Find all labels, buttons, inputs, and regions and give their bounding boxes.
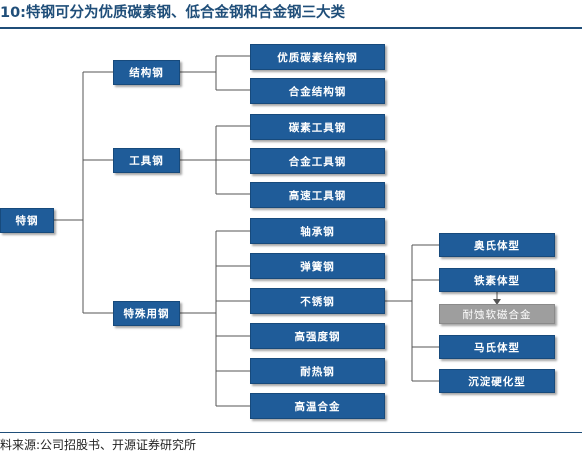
node-bearing-steel: 轴承钢	[250, 218, 385, 244]
node-heat-resistant-steel: 耐热钢	[250, 358, 385, 384]
node-special-steel: 特钢	[0, 208, 54, 233]
node-precipitation-hardening: 沉淀硬化型	[439, 369, 555, 393]
node-corrosion-resistant-soft-magnetic-alloy: 耐蚀软磁合金	[439, 304, 555, 324]
node-high-speed-tool-steel: 高速工具钢	[250, 182, 385, 208]
node-spring-steel: 弹簧钢	[250, 253, 385, 279]
node-stainless-steel: 不锈钢	[250, 288, 385, 314]
node-martensitic: 马氏体型	[439, 335, 555, 359]
node-structural-steel: 结构钢	[113, 60, 180, 85]
figure-title: 10:特钢可分为优质碳素钢、低合金钢和合金钢三大类	[0, 5, 345, 21]
node-carbon-tool-steel: 碳素工具钢	[250, 114, 385, 140]
source-note: 料来源:公司招股书、开源证券研究所	[0, 438, 197, 452]
node-special-purpose-steel: 特殊用钢	[113, 301, 180, 326]
footer-divider	[0, 432, 582, 433]
node-high-strength-steel: 高强度钢	[250, 323, 385, 349]
node-quality-carbon-structural-steel: 优质碳素结构钢	[250, 44, 385, 70]
node-alloy-structural-steel: 合金结构钢	[250, 78, 385, 104]
title-divider	[0, 27, 582, 29]
node-austenitic: 奥氏体型	[439, 233, 555, 257]
node-tool-steel: 工具钢	[113, 148, 180, 173]
node-superalloy: 高温合金	[250, 393, 385, 419]
node-alloy-tool-steel: 合金工具钢	[250, 148, 385, 174]
node-ferritic: 铁素体型	[439, 268, 555, 292]
